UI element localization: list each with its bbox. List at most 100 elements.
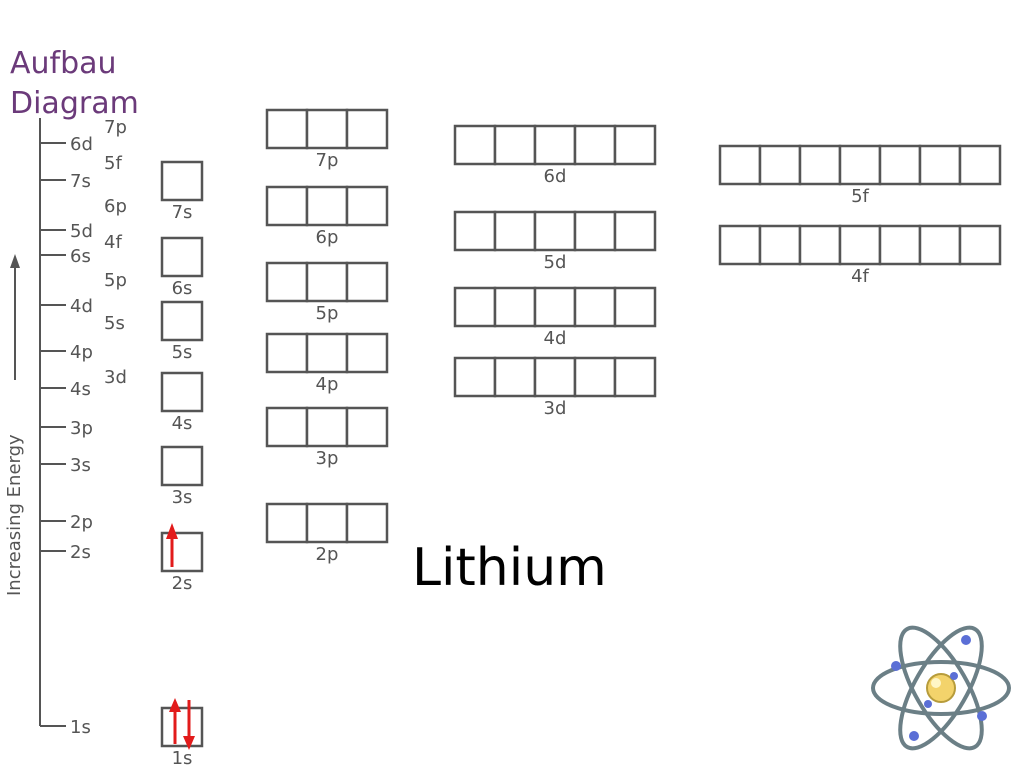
orbital-6s: 6s [160, 236, 204, 299]
orbital-box [305, 502, 349, 544]
energy-label-3s: 3s [70, 455, 91, 476]
energy-label-3p: 3p [70, 418, 93, 439]
orbital-box [265, 185, 309, 227]
energy-label-5p: 5p [104, 270, 127, 291]
orbital-box [798, 144, 842, 186]
orbital-box [160, 445, 204, 487]
orbital-box [345, 108, 389, 150]
orbital-box [573, 286, 617, 328]
energy-label-7s: 7s [70, 171, 91, 192]
energy-arrow-head [10, 254, 20, 268]
orbital-label-7s: 7s [172, 202, 193, 223]
orbital-box [958, 224, 1002, 266]
orbital-4d: 4d [453, 286, 657, 349]
orbital-box [305, 185, 349, 227]
orbital-7p: 7p [265, 108, 389, 171]
orbital-box [613, 356, 657, 398]
orbital-box [573, 124, 617, 166]
orbital-box [345, 261, 389, 303]
orbital-box [838, 224, 882, 266]
orbital-box [798, 224, 842, 266]
atom-icon [871, 625, 1011, 751]
orbital-box [265, 108, 309, 150]
orbital-box [265, 261, 309, 303]
orbital-box [160, 160, 204, 202]
orbital-label-5f: 5f [851, 186, 869, 207]
orbital-box [878, 224, 922, 266]
orbital-box [493, 286, 537, 328]
orbital-box [265, 502, 309, 544]
electron-spin-up-head [169, 698, 181, 712]
energy-scale: Increasing Energy 1s2s2p3s3p4s3d4p5s4d5p… [4, 117, 127, 738]
orbital-box [533, 210, 577, 252]
orbital-box [305, 332, 349, 374]
orbital-3s: 3s [160, 445, 204, 508]
orbital-box [758, 144, 802, 186]
orbital-box [493, 124, 537, 166]
orbital-label-5d: 5d [544, 252, 567, 273]
orbital-label-4f: 4f [851, 266, 869, 287]
orbital-label-4d: 4d [544, 328, 567, 349]
orbital-box [345, 502, 389, 544]
orbital-3d: 3d [453, 356, 657, 419]
orbital-5p: 5p [265, 261, 389, 324]
orbital-4f: 4f [718, 224, 1002, 287]
orbital-box [758, 224, 802, 266]
orbital-4s: 4s [160, 371, 204, 434]
orbital-7s: 7s [160, 160, 204, 223]
orbital-box [345, 332, 389, 374]
orbital-label-6p: 6p [316, 227, 339, 248]
orbital-box [345, 406, 389, 448]
orbital-3p: 3p [265, 406, 389, 469]
orbital-box [918, 224, 962, 266]
energy-label-5d: 5d [70, 221, 93, 242]
orbital-1s: 1s [160, 698, 204, 768]
orbital-6d: 6d [453, 124, 657, 187]
orbital-box [613, 124, 657, 166]
orbital-box [160, 300, 204, 342]
orbital-4p: 4p [265, 332, 389, 395]
orbital-box [718, 224, 762, 266]
orbital-box [160, 706, 204, 748]
orbital-box [838, 144, 882, 186]
orbital-label-3d: 3d [544, 398, 567, 419]
orbital-label-6d: 6d [544, 166, 567, 187]
energy-label-4p: 4p [70, 342, 93, 363]
energy-label-6s: 6s [70, 246, 91, 267]
orbital-box [613, 210, 657, 252]
orbital-box [305, 108, 349, 150]
orbital-box [305, 406, 349, 448]
orbital-label-1s: 1s [172, 748, 193, 768]
orbital-box [305, 261, 349, 303]
energy-label-6d: 6d [70, 134, 93, 155]
orbital-box [160, 531, 204, 573]
orbital-2s: 2s [160, 523, 204, 594]
energy-label-2s: 2s [70, 542, 91, 563]
energy-label-3d: 3d [104, 367, 127, 388]
orbital-5d: 5d [453, 210, 657, 273]
energy-label-5s: 5s [104, 313, 125, 334]
energy-label-5f: 5f [104, 153, 122, 174]
orbital-box [453, 356, 497, 398]
orbital-label-2s: 2s [172, 573, 193, 594]
orbital-label-7p: 7p [316, 150, 339, 171]
orbital-box [613, 286, 657, 328]
energy-label-1s: 1s [70, 717, 91, 738]
electron-spin-down-head [183, 736, 195, 750]
orbital-6p: 6p [265, 185, 389, 248]
orbital-label-5s: 5s [172, 342, 193, 363]
orbital-label-3p: 3p [316, 448, 339, 469]
energy-label-4d: 4d [70, 296, 93, 317]
orbital-box [718, 144, 762, 186]
orbital-box [265, 406, 309, 448]
orbital-5s: 5s [160, 300, 204, 363]
orbital-label-3s: 3s [172, 487, 193, 508]
orbital-box [493, 356, 537, 398]
orbital-box [533, 124, 577, 166]
orbital-box [493, 210, 537, 252]
orbital-box [533, 356, 577, 398]
orbital-label-6s: 6s [172, 278, 193, 299]
element-name: Lithium [412, 538, 607, 598]
